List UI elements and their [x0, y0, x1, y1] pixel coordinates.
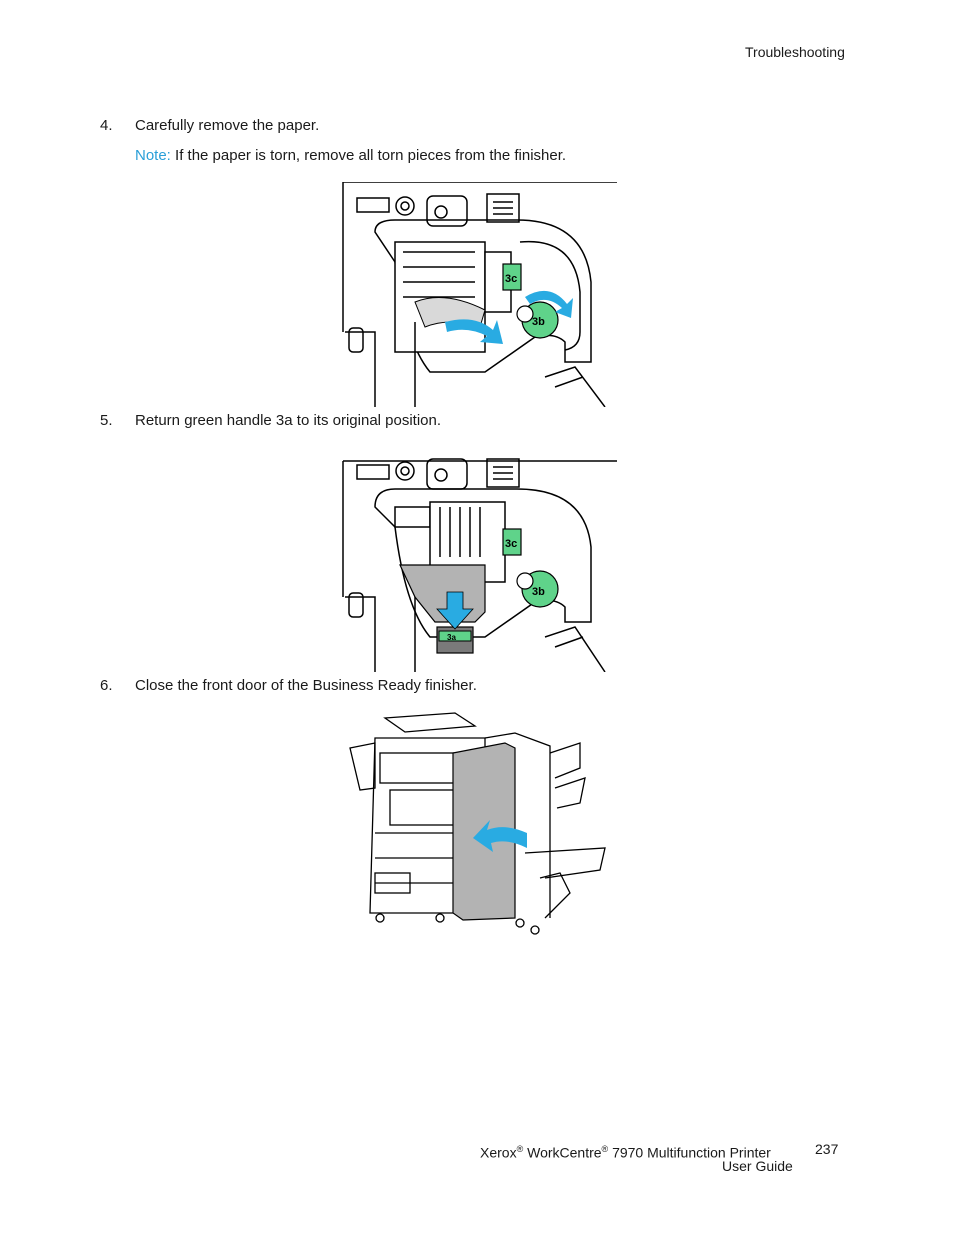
label-3b: 3b: [532, 316, 545, 328]
arrow-close-icon: [473, 820, 527, 852]
step-6: 6. Close the front door of the Business R…: [100, 677, 477, 694]
handle-3a: [438, 630, 472, 642]
page-number: 237: [815, 1141, 839, 1157]
note-label: Note:: [135, 147, 171, 164]
step-number: 4.: [100, 117, 113, 134]
figure-remove-paper: 3c 3b: [342, 182, 617, 407]
figure-return-handle: 3c 3b 3a: [342, 458, 617, 672]
label-3c: 3c: [505, 273, 517, 285]
footer-model: 7970 Multifunction Printer: [612, 1144, 771, 1161]
footer-product-name: WorkCentre: [527, 1144, 602, 1161]
handle-3c: [502, 263, 522, 291]
running-header: Troubleshooting: [745, 44, 845, 60]
step-number: 5.: [100, 412, 113, 429]
step-number: 6.: [100, 677, 113, 694]
note: Note: If the paper is torn, remove all t…: [135, 147, 566, 164]
footer-product: Xerox® WorkCentre® 7970 Multifunction Pr…: [480, 1141, 771, 1162]
figure-close-door: [349, 712, 606, 935]
label-3c: 3c: [505, 538, 517, 550]
handle-3c: [502, 528, 522, 556]
footer-guide: User Guide: [722, 1158, 793, 1174]
step-text: Return green handle 3a to its original p…: [135, 412, 442, 429]
label-3b: 3b: [532, 586, 545, 598]
footer-brand: Xerox: [480, 1144, 517, 1161]
registered-mark: ®: [516, 1144, 524, 1154]
label-3a: 3a: [447, 633, 456, 642]
registered-mark: ®: [601, 1144, 609, 1154]
step-4: 4. Carefully remove the paper.: [100, 117, 319, 134]
arrow-down-icon: [436, 591, 474, 630]
step-5: 5. Return green handle 3a to its original…: [100, 412, 441, 429]
arrow-rotate-icon: [525, 290, 573, 318]
step-text: Close the front door of the Business Rea…: [135, 677, 477, 694]
handle-3a-assembly: [399, 564, 486, 623]
step-text: Carefully remove the paper.: [135, 117, 320, 134]
note-text: If the paper is torn, remove all torn pi…: [175, 147, 567, 164]
arrow-remove-icon: [445, 319, 503, 344]
